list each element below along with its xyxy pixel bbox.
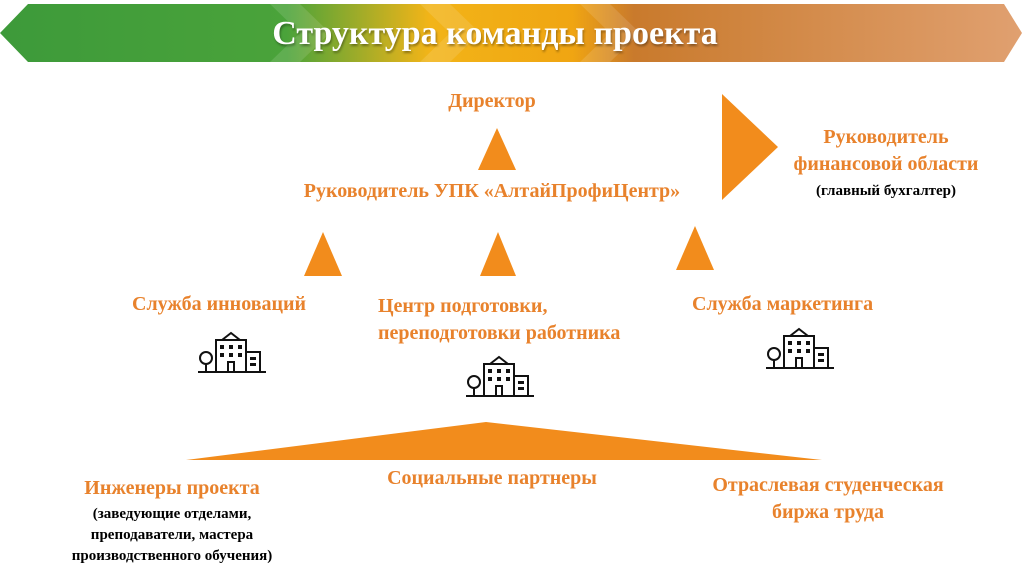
node-finance-line1: Руководитель [823,126,949,148]
building-icon [466,355,534,397]
node-engineers-note1: (заведующие отделами, [92,506,252,522]
arrow-up-director [478,128,516,170]
node-marketing: Служба маркетинга [692,293,874,315]
title-banner [0,4,1022,62]
arrow-right-finance [722,94,778,200]
page-title: Структура команды проекта [272,15,718,52]
partners-wedge [186,422,822,460]
building-icon [766,327,834,369]
node-innovation: Служба инноваций [132,293,307,315]
node-director: Директор [448,90,536,112]
node-student-exchange-line1: Отраслевая студенческая [712,474,944,496]
node-training-line1: Центр подготовки, [378,295,548,317]
building-icon [198,331,266,373]
node-engineers: Инженеры проекта [84,477,260,499]
node-finance-line2: финансовой области [793,153,979,175]
node-student-exchange-line2: биржа труда [772,501,884,523]
arrow-up-marketing [676,226,714,270]
node-social-partners: Социальные партнеры [387,467,597,489]
arrow-up-training [480,232,516,276]
arrow-up-innovation [304,232,342,276]
node-finance-note: (главный бухгалтер) [816,183,956,199]
node-training-line2: переподготовки работника [378,322,621,344]
node-engineers-note3: производственного обучения) [71,548,273,564]
node-upk-head: Руководитель УПК «АлтайПрофиЦентр» [303,180,681,202]
node-engineers-note2: преподаватели, мастера [90,527,254,543]
